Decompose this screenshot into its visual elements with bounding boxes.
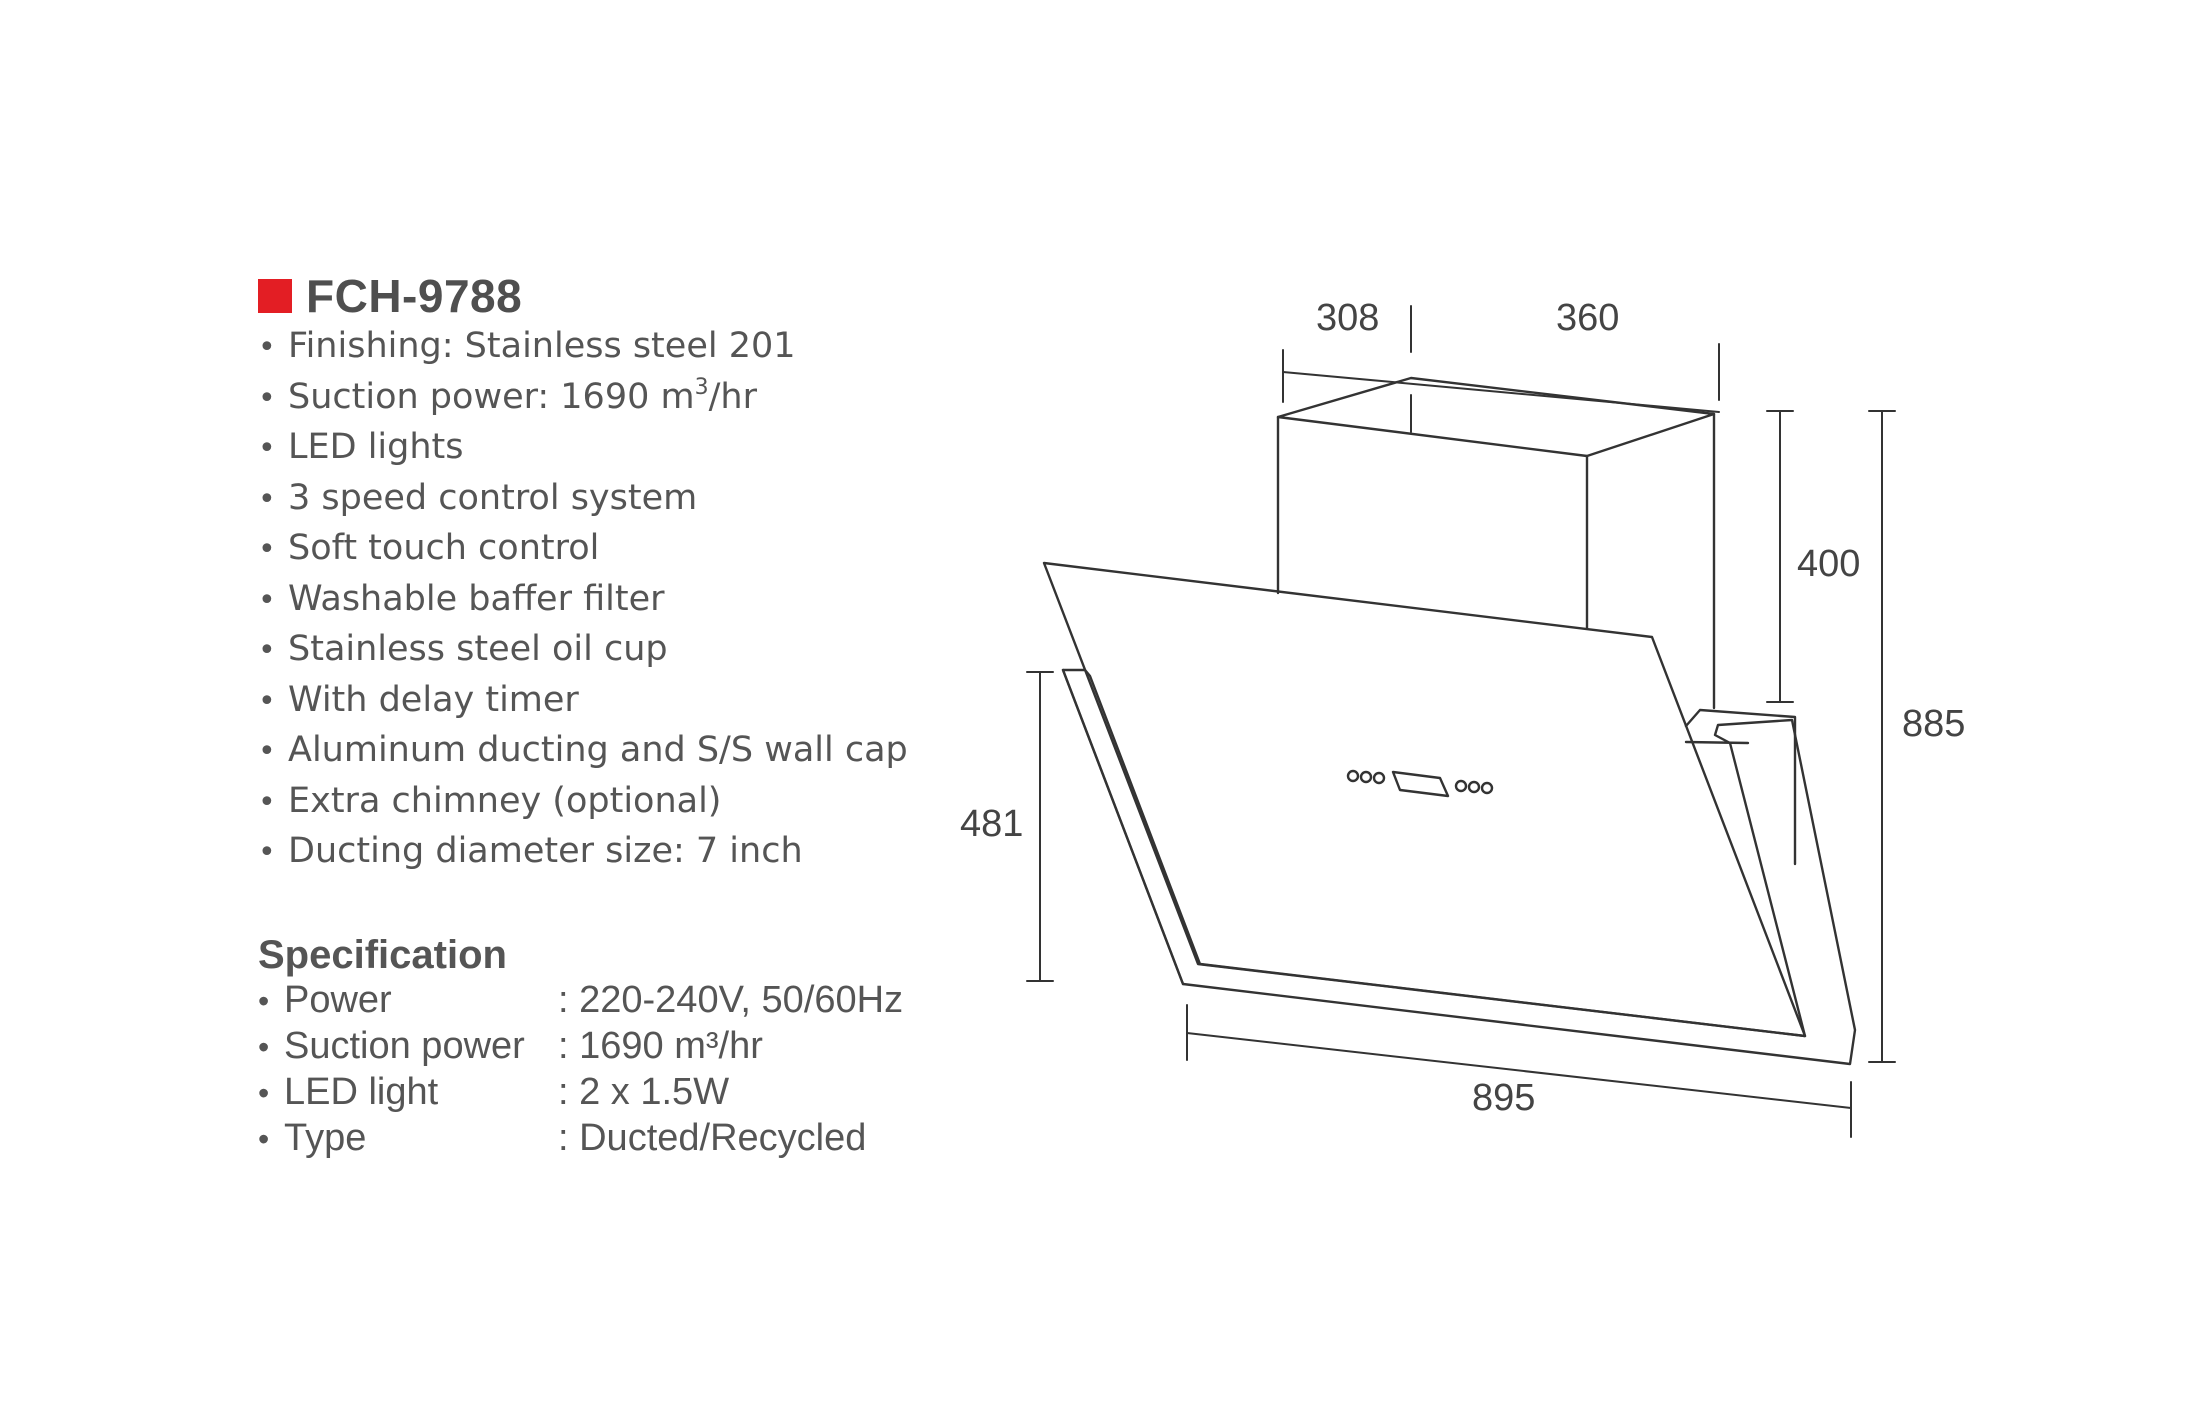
feature-item: • LED lights — [258, 423, 908, 474]
specification-heading: Specification — [258, 933, 507, 977]
bullet-icon: • — [258, 532, 276, 567]
feature-item: • Extra chimney (optional) — [258, 777, 908, 828]
dimension-400-label: 400 — [1797, 543, 1861, 585]
feature-text: Extra chimney (optional) — [288, 780, 722, 821]
feature-text: 3 speed control system — [288, 477, 698, 518]
spec-label: • LED light — [258, 1070, 558, 1116]
control-button-5 — [1467, 780, 1481, 794]
bullet-icon: • — [258, 1121, 270, 1157]
feature-item: • 3 speed control system — [258, 474, 908, 525]
bullet-icon: • — [258, 330, 276, 365]
spec-value: : 1690 m³/hr — [558, 1025, 763, 1067]
bullet-icon: • — [258, 380, 276, 416]
feature-item: • Finishing: Stainless steel 201 — [258, 322, 908, 373]
bullet-icon: • — [258, 1029, 270, 1065]
feature-text: Finishing: Stainless steel 201 — [288, 326, 796, 366]
dim-308-360-line — [1282, 371, 1720, 413]
specification-table: • Power : 220-240V, 50/60Hz • Suction power:… — [258, 978, 903, 1162]
spec-value: : 2 x 1.5W — [558, 1071, 730, 1113]
spec-row: • LED light : 2 x 1.5W — [258, 1070, 903, 1116]
feature-text: Ducting diameter size: 7 inch — [288, 831, 803, 871]
feature-text: Aluminum ducting and S/S wall cap — [288, 730, 908, 770]
hood-box-top — [1684, 708, 1797, 866]
model-title: FCH-9788 — [306, 270, 523, 322]
spec-value: : 220-240V, 50/60Hz — [558, 979, 904, 1021]
spec-label-text: LED light — [284, 1071, 439, 1113]
bullet-icon: • — [258, 983, 270, 1019]
spec-label: • Power — [258, 978, 558, 1024]
feature-item: • Suction power: 1690 m3/hr — [258, 373, 908, 424]
feature-superscript: 3 — [694, 374, 709, 400]
feature-text: LED lights — [288, 427, 464, 467]
feature-text: Washable baffer filter — [288, 578, 665, 619]
spec-row: • Power : 220-240V, 50/60Hz — [258, 978, 903, 1024]
control-button-6 — [1480, 781, 1494, 795]
feature-item: • Aluminum ducting and S/S wall cap — [258, 726, 908, 777]
glass-front-panel — [1042, 561, 1807, 1038]
spec-value: : Ducted/Recycled — [558, 1117, 867, 1159]
dimension-885-label: 885 — [1902, 703, 1966, 745]
spec-row: • Type : Ducted/Recycled — [258, 1116, 903, 1162]
dimension-481-label: 481 — [960, 803, 1024, 845]
title-row: FCH-9788 — [258, 268, 522, 324]
spec-label-text: Suction power — [284, 1025, 525, 1067]
dimension-895-label: 895 — [1472, 1077, 1536, 1119]
bullet-icon: • — [258, 784, 276, 820]
feature-text-tail: /hr — [708, 376, 757, 417]
bullet-icon: • — [258, 481, 276, 517]
bullet-icon: • — [258, 734, 276, 769]
chimney-top-outline — [1276, 376, 1716, 458]
control-button-1 — [1346, 769, 1360, 783]
feature-text: With delay timer — [288, 679, 579, 720]
spec-label: • Type — [258, 1116, 558, 1162]
feature-text: Stainless steel oil cup — [288, 629, 668, 669]
hood-frame-outline — [1061, 668, 1857, 1066]
control-button-4 — [1454, 779, 1468, 793]
feature-text: Soft touch control — [288, 528, 600, 568]
red-square-marker — [258, 279, 292, 313]
dimension-308-label: 308 — [1316, 297, 1380, 339]
control-button-2 — [1359, 770, 1373, 784]
dimension-360-label: 360 — [1556, 297, 1620, 339]
bullet-icon: • — [258, 633, 276, 668]
bullet-icon: • — [258, 431, 276, 466]
feature-list: • Finishing: Stainless steel 201 • Suction … — [258, 322, 908, 878]
spec-label-text: Power — [284, 979, 392, 1021]
control-display — [1391, 770, 1450, 798]
spec-label-text: Type — [284, 1117, 367, 1159]
control-button-3 — [1372, 771, 1386, 785]
feature-item: • Washable baffer filter — [258, 575, 908, 626]
feature-text: Suction power: 1690 m — [288, 376, 695, 417]
bullet-icon: • — [258, 582, 276, 618]
feature-item: • Soft touch control — [258, 524, 908, 575]
hood-frame-inner — [1061, 668, 1185, 986]
spec-row: • Suction power : 1690 m³/hr — [258, 1024, 903, 1070]
bullet-icon: • — [258, 835, 276, 870]
hood-box-divider — [1684, 740, 1750, 745]
dim-895-line — [1186, 1032, 1852, 1109]
bullet-icon: • — [258, 683, 276, 719]
bullet-icon: • — [258, 1075, 270, 1111]
feature-item: • Ducting diameter size: 7 inch — [258, 827, 908, 878]
feature-item: • With delay timer — [258, 676, 908, 727]
feature-item: • Stainless steel oil cup — [258, 625, 908, 676]
spec-label: • Suction power — [258, 1024, 558, 1070]
